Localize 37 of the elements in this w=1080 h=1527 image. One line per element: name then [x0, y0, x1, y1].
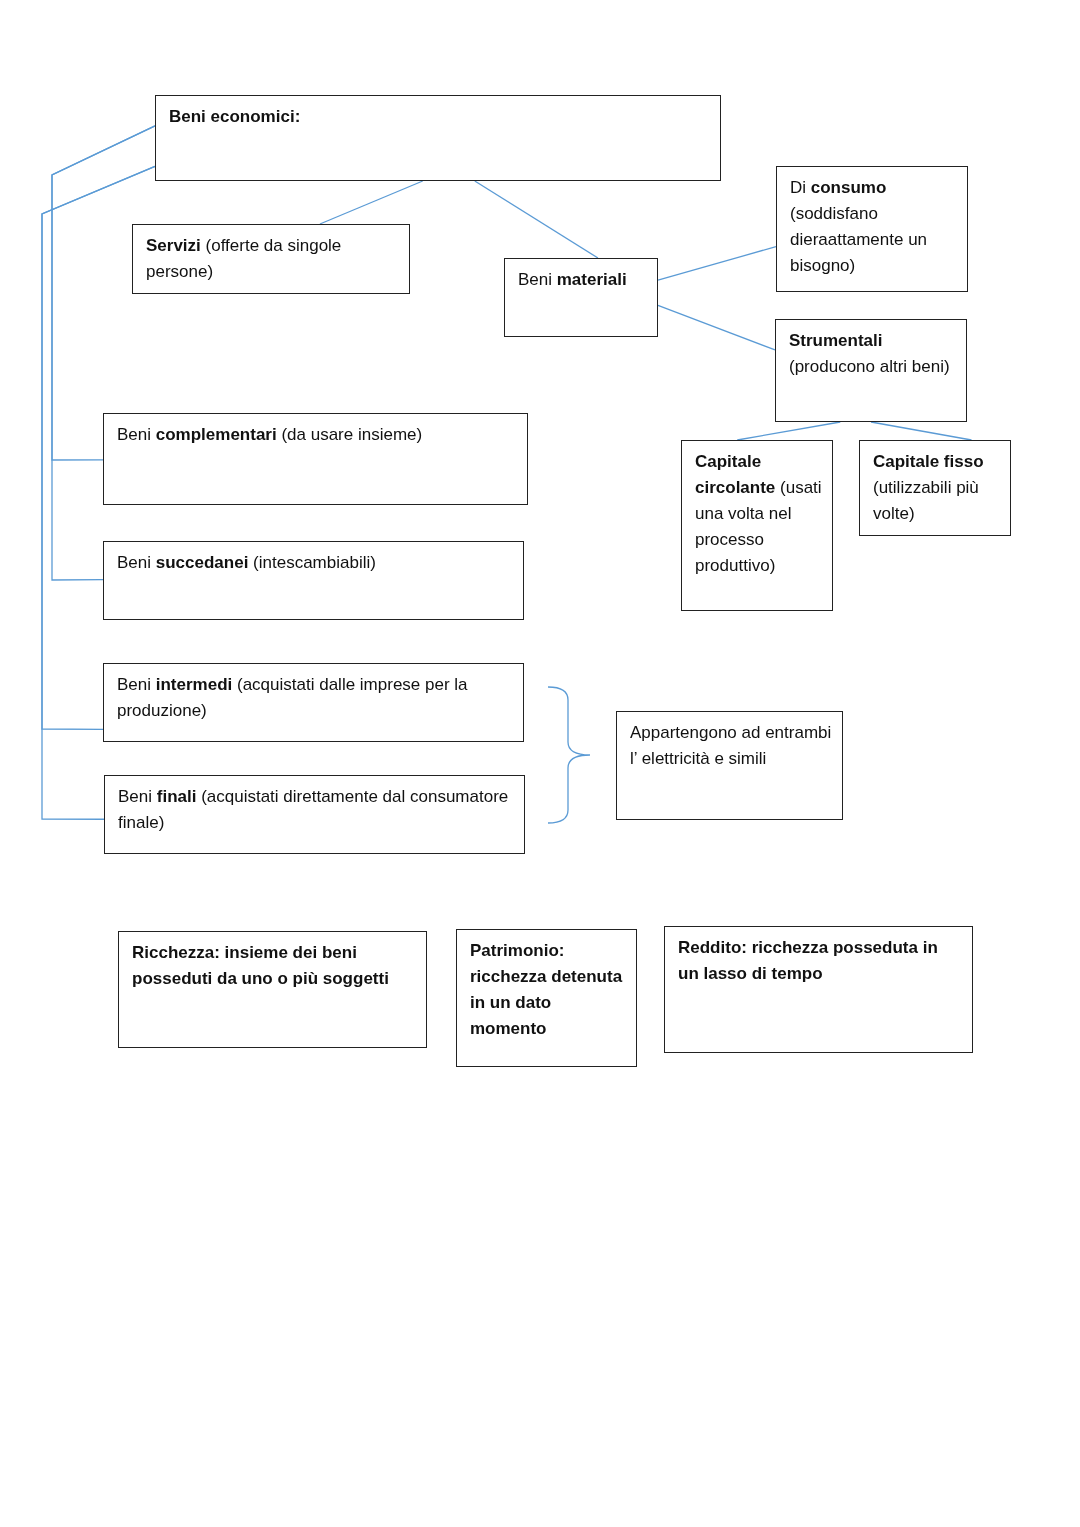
text-box [103, 413, 528, 505]
text-box [103, 663, 524, 742]
connector-line [657, 304, 776, 351]
connector-line [870, 421, 973, 441]
node-text: Ricchezza: insieme dei beni posseduti da uno o più soggetti [132, 942, 390, 990]
text-box [155, 95, 721, 181]
node-text: Beni finali (acquistati direttamente dal consumatore finale) [118, 786, 510, 834]
text-box [616, 711, 843, 820]
node-text: Patrimonio: ricchezza detenuta in un dato momento [470, 940, 624, 1040]
text-box [456, 929, 637, 1067]
node-text: Beni succedanei (intescambiabili) [117, 552, 377, 574]
node-text: Reddito: ricchezza posseduta in un lasso di tempo [678, 937, 939, 985]
node-text: Beni intermedi (acquistati dalle imprese per la produzione) [117, 674, 469, 722]
node-text: Capitale circolante (usati una volta nel processo produttivo) [695, 451, 822, 577]
connector-line [474, 180, 599, 259]
node-text: Strumentali (producono altri beni) [789, 330, 951, 378]
text-box [103, 541, 524, 620]
node-text: Servizi (offerte da singole persone) [146, 235, 343, 283]
node-text: Beni economici: [169, 106, 302, 128]
connector-line [657, 246, 777, 281]
text-box [664, 926, 973, 1053]
node-text: Beni materiali [518, 269, 628, 291]
node-text: Appartengono ad entrambi l’ elettricità e simili [630, 722, 832, 770]
text-box [504, 258, 658, 337]
text-box [132, 224, 410, 294]
text-box [776, 166, 968, 292]
text-box [775, 319, 967, 422]
node-text: Di consumo (soddisfano dieraattamente un bisogno) [790, 177, 929, 277]
connector-line [736, 421, 841, 441]
connector-line [51, 125, 156, 581]
connector-line [319, 180, 424, 225]
text-box [104, 775, 525, 854]
node-text: Beni complementari (da usare insieme) [117, 424, 424, 446]
text-box [859, 440, 1011, 536]
text-box [681, 440, 833, 611]
text-box [118, 931, 427, 1048]
node-text: Capitale fisso (utilizzabili più volte) [873, 451, 985, 525]
